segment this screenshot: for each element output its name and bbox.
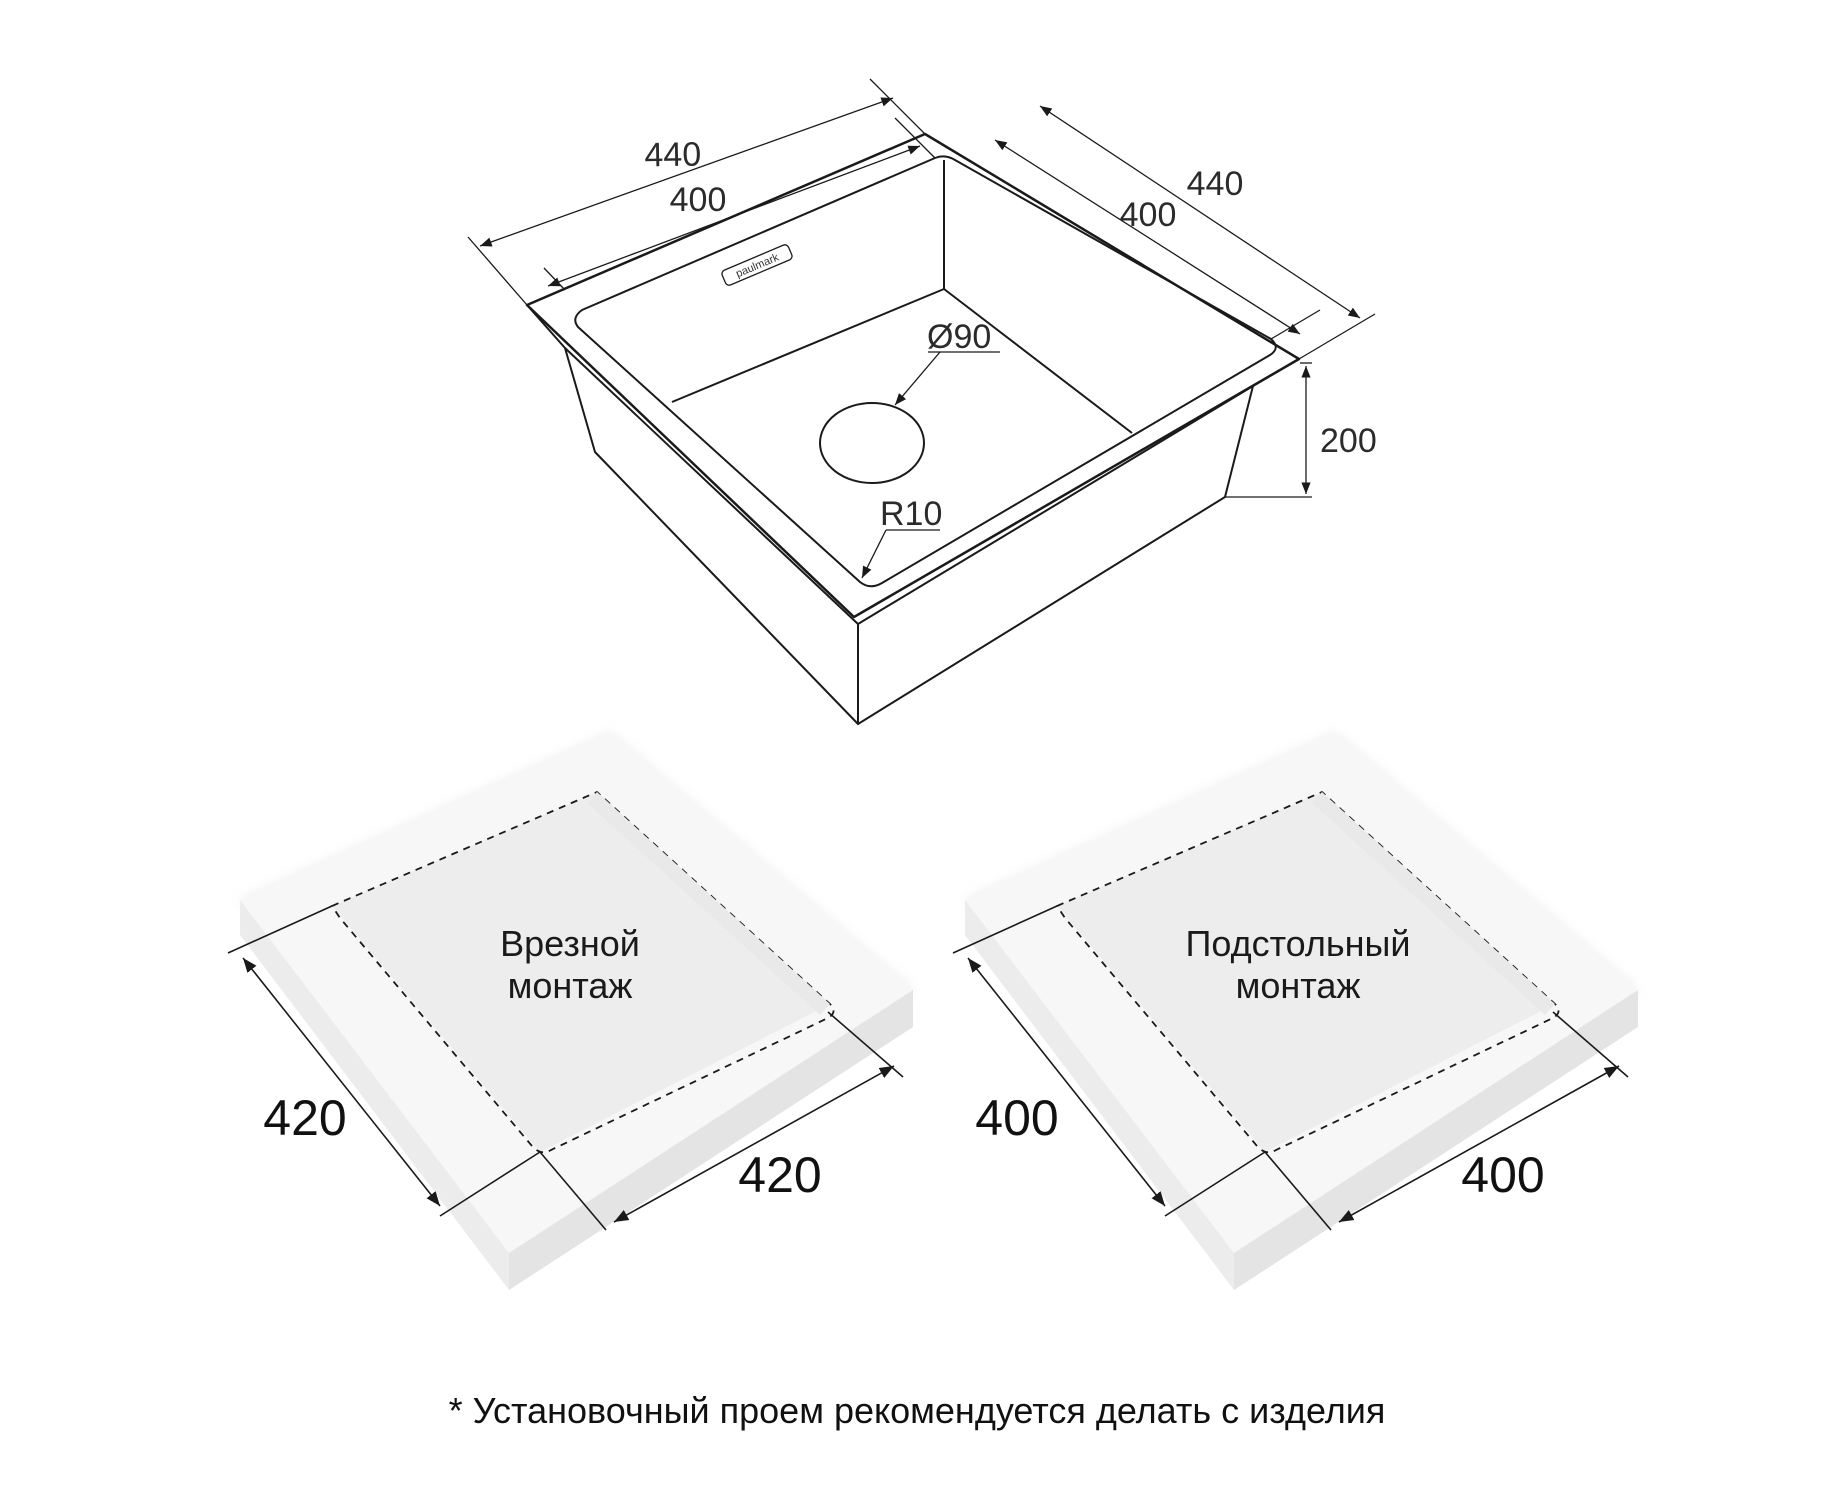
dim-radius: R10 bbox=[880, 495, 942, 533]
mount-slab-inset bbox=[240, 733, 913, 1290]
radius-leader bbox=[861, 529, 887, 579]
sink-flange-edge bbox=[526, 304, 1300, 625]
mount-under-line2: монтаж bbox=[1236, 965, 1361, 1006]
mount-inset-line1: Врезной bbox=[500, 923, 640, 964]
sink-flange bbox=[525, 132, 1301, 619]
mount-inset-dim-left: 420 bbox=[263, 1090, 346, 1146]
drain-leader bbox=[894, 351, 941, 406]
mount-under-line1: Подстольный bbox=[1185, 923, 1410, 964]
mount-under-dim-right: 400 bbox=[1461, 1147, 1544, 1203]
dim-outer-depth-line bbox=[1039, 105, 1361, 319]
sink-body-left bbox=[564, 347, 859, 725]
sink-dimension-lines bbox=[467, 78, 1376, 579]
sink-drawing bbox=[525, 132, 1301, 725]
sink-bowl-rim bbox=[574, 155, 1277, 588]
mount-slab-undermount-dims bbox=[952, 905, 1629, 1231]
mount-inset-dim-right: 420 bbox=[738, 1147, 821, 1203]
mount-inset-line2: монтаж bbox=[508, 965, 633, 1006]
mount-slab-undermount bbox=[965, 733, 1638, 1290]
brand-plate: paulmark bbox=[721, 244, 793, 286]
dim-outer-width: 440 bbox=[644, 136, 701, 175]
footnote: * Установочный проем рекомендуется делат… bbox=[448, 1390, 1386, 1431]
dim-inner-depth-line bbox=[994, 139, 1301, 335]
dim-drain: Ø90 bbox=[927, 318, 991, 356]
sink-body-right bbox=[857, 385, 1254, 725]
mount-slab-inset-dims bbox=[227, 905, 904, 1231]
dim-height: 200 bbox=[1320, 422, 1377, 460]
dim-outer-depth: 440 bbox=[1187, 165, 1244, 203]
dim-inner-width-line bbox=[547, 145, 921, 287]
dim-inner-width: 400 bbox=[670, 181, 727, 219]
dim-inner-depth: 400 bbox=[1120, 196, 1177, 234]
mount-under-dim-left: 400 bbox=[975, 1090, 1058, 1146]
drain-hole bbox=[819, 402, 925, 484]
